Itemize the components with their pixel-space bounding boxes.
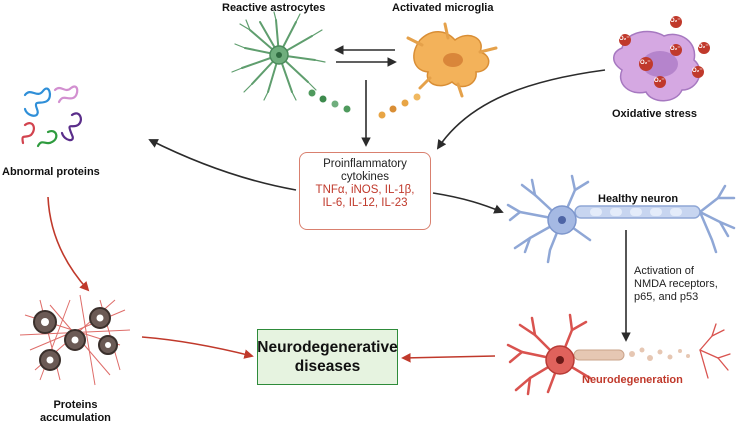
ros-label: O₂⁻ xyxy=(670,18,681,24)
healthy-neuron-label: Healthy neuron xyxy=(598,193,679,205)
arrow-proteins-to-accumulation xyxy=(47,196,90,292)
neurodegenerative-diseases-box: Neurodegenerative diseases xyxy=(257,329,398,385)
microglia-icon xyxy=(406,22,498,98)
reactive-astrocytes-label: Reactive astrocytes xyxy=(222,2,326,14)
degenerating-neuron-icon xyxy=(506,313,731,396)
cytokine-dots xyxy=(308,89,421,119)
ros-label: O₂⁻ xyxy=(698,44,709,50)
ros-label: O₂⁻ xyxy=(692,68,703,74)
abnormal-proteins-label: Abnormal proteins xyxy=(2,166,100,178)
ros-label: O₂⁻ xyxy=(654,78,665,84)
arrow-cytokines-to-proteins xyxy=(148,139,297,191)
cytokine-line2: cytokines xyxy=(341,171,389,183)
ros-particles xyxy=(619,16,710,88)
arrow-cytokines-to-neuron xyxy=(432,192,504,214)
proteins-accumulation-line1: Proteins xyxy=(53,399,98,411)
diseases-line2: diseases xyxy=(294,358,361,375)
cytokine-line3: TNFα, iNOS, IL-1β, xyxy=(315,184,415,196)
activated-microglia-label: Activated microglia xyxy=(392,2,494,14)
protein-plaques-icon xyxy=(19,294,131,386)
proteins-accumulation-line2: accumulation xyxy=(40,412,111,424)
cytokine-line1: Proinflammatory xyxy=(323,158,407,170)
neurodegeneration-label: Neurodegeneration xyxy=(582,374,683,386)
diseases-line1: Neurodegenerative xyxy=(257,339,398,356)
oxidative-stress-label: Oxidative stress xyxy=(612,108,697,120)
nmda-pathway-label: Activation of NMDA receptors, p65, and p… xyxy=(634,265,718,304)
abnormal-proteins-icon xyxy=(21,85,82,148)
arrow-degeneration-to-diseases xyxy=(401,353,496,363)
ros-label: O₂⁻ xyxy=(619,36,630,42)
arrow-oxidative-to-cytokines xyxy=(436,69,606,150)
arrow-accumulation-to-diseases xyxy=(141,336,254,359)
ros-label: O₂⁻ xyxy=(640,60,651,66)
healthy-neuron-icon xyxy=(506,174,736,264)
astrocyte-microglia-arrows xyxy=(334,45,397,67)
nmda-line2: NMDA receptors, xyxy=(634,278,718,290)
nmda-line3: p65, and p53 xyxy=(634,291,699,303)
astrocyte-icon xyxy=(231,11,326,101)
nmda-line1: Activation of xyxy=(634,265,694,277)
proteins-accumulation-label: Proteins accumulation xyxy=(40,399,111,425)
cytokine-line4: IL-6, IL-12, IL-23 xyxy=(322,197,408,209)
cytokine-box: Proinflammatory cytokines TNFα, iNOS, IL… xyxy=(299,152,431,230)
ros-label: O₂⁻ xyxy=(670,46,681,52)
